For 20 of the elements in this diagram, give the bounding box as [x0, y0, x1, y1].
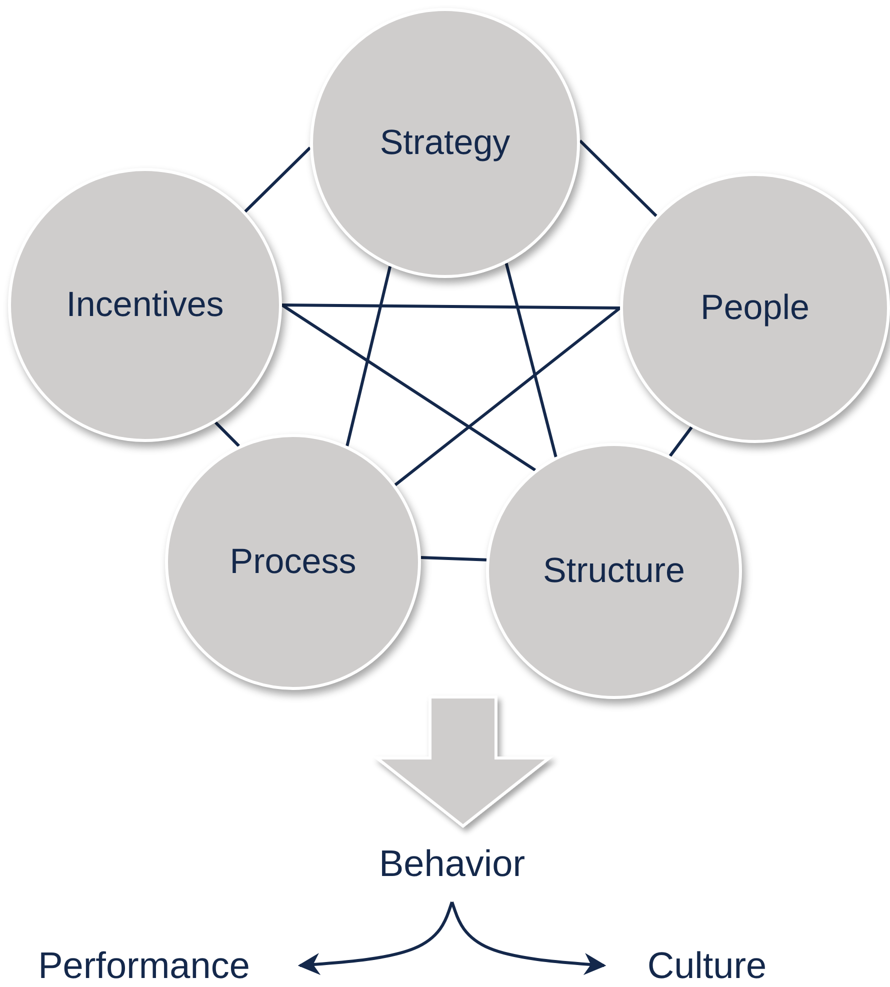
- circle-label: Incentives: [66, 285, 224, 325]
- connector-line: [668, 426, 693, 457]
- connector-line: [214, 421, 240, 448]
- connector-line: [346, 266, 392, 446]
- connector-line: [394, 306, 621, 486]
- connector-line: [504, 262, 558, 458]
- outcome-label: Culture: [647, 944, 767, 986]
- outcome-label: Behavior: [378, 843, 526, 885]
- circle-label: Process: [230, 542, 356, 582]
- connector-line: [578, 140, 658, 217]
- connector-line: [244, 146, 312, 213]
- connector-line: [282, 304, 620, 310]
- connector-line: [281, 304, 536, 472]
- outcome-label: Performance: [38, 944, 250, 986]
- arrow: [298, 902, 454, 975]
- arrow: [450, 902, 606, 975]
- connector-line: [420, 556, 487, 562]
- circle-label: People: [700, 288, 810, 328]
- circle-label: Strategy: [380, 123, 510, 163]
- circle-label: Structure: [543, 551, 685, 591]
